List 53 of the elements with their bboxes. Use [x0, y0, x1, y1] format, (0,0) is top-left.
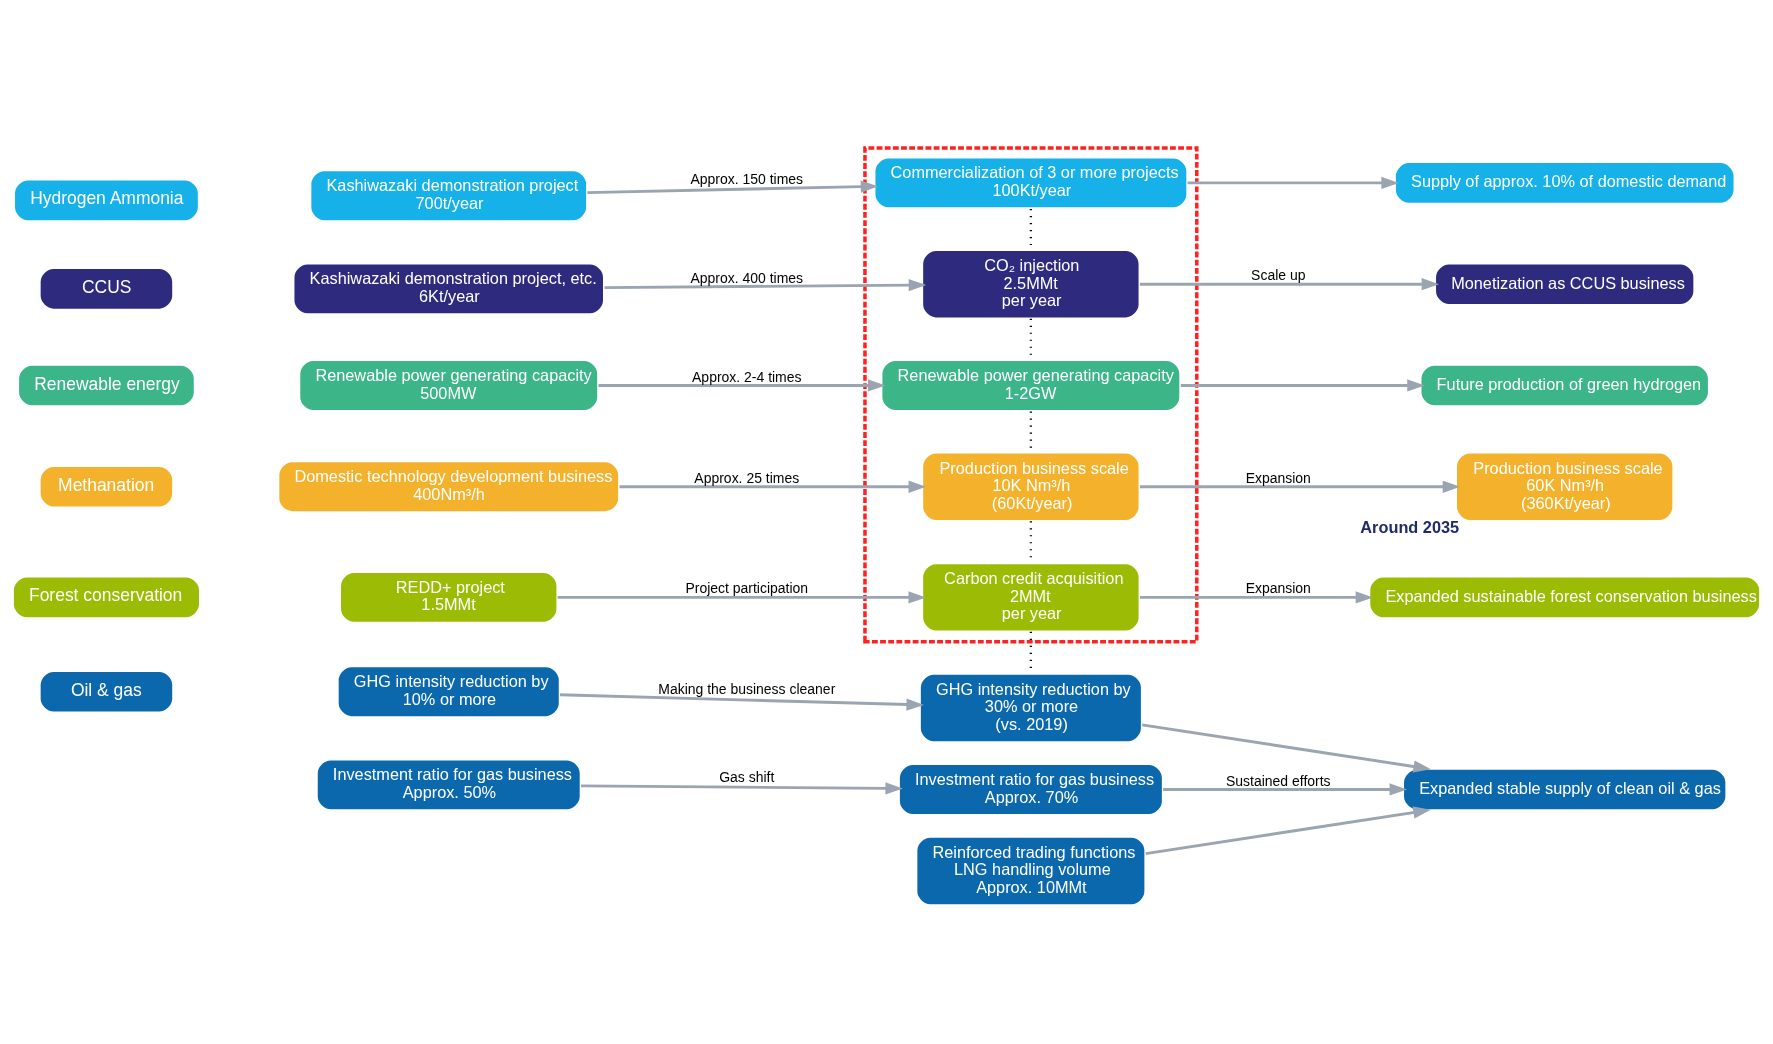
node-box: Expanded sustainable forest conservation business: [1367, 575, 1762, 620]
edge-label: Scale up: [1251, 267, 1306, 284]
node-box: Hydrogen Ammonia: [12, 178, 201, 223]
arrow: [1141, 723, 1431, 773]
node-box: Monetization as CCUS business: [1433, 262, 1696, 307]
node-box: Commercialization of 3 or more projects 100Kt/year: [873, 156, 1189, 210]
arrow: [587, 180, 879, 195]
node-box: Investment ratio for gas business Approx. 70%: [897, 762, 1165, 817]
node-box: Domestic technology development business 400Nm³/h: [277, 460, 621, 514]
node-box: Supply of approx. 10% of domestic demand: [1393, 160, 1736, 206]
node-box: Renewable power generating capacity 500MW: [297, 358, 600, 413]
node-box: Reinforced trading functions LNG handling volume Approx. 10MMt: [915, 835, 1147, 907]
edge-label: Approx. 400 times: [690, 269, 804, 286]
node-box: Renewable energy: [16, 363, 197, 408]
node-box: Forest conservation: [11, 575, 202, 620]
node-box: Carbon credit acquisition 2MMt per year: [920, 561, 1141, 633]
node-box: Renewable power generating capacity 1-2GW: [880, 358, 1182, 413]
edge-label: Expansion: [1245, 580, 1311, 597]
node-box: CCUS: [38, 266, 175, 311]
edge-label: Expansion: [1245, 469, 1311, 486]
edge-label: Gas shift: [719, 769, 775, 786]
arrow: [1145, 806, 1431, 855]
arrow: [1180, 379, 1425, 392]
node-box: Kashiwazaki demonstration project 700t/year: [309, 168, 589, 223]
arrow: [1187, 176, 1399, 190]
arrow: [619, 480, 927, 493]
node-box: Investment ratio for gas business Approx. 50%: [315, 758, 583, 812]
arrow: [559, 693, 924, 711]
node-box: GHG intensity reduction by 30% or more (vs. 2019): [918, 672, 1144, 744]
node-box: Expanded stable supply of clean oil & gas: [1401, 767, 1728, 812]
arrow: [1139, 480, 1461, 493]
cluster: [863, 146, 1199, 644]
edge-label: Sustained efforts: [1225, 772, 1331, 789]
node-box: Methanation: [38, 464, 175, 509]
edge-label: Approx. 150 times: [690, 170, 804, 187]
arrow: [604, 279, 927, 292]
arrow: [581, 782, 903, 795]
node-box: CO₂ injection 2.5MMt per year: [920, 248, 1141, 320]
edge-label: Approx. 25 times: [694, 469, 800, 486]
arrow: [1139, 591, 1374, 604]
edge-label: Making the business cleaner: [658, 680, 836, 697]
arrow: [1163, 783, 1408, 796]
arrow: [557, 591, 926, 604]
arrow: [1139, 278, 1440, 291]
edge-label: Project participation: [685, 580, 809, 597]
node-box: Production business scale 10K Nm³/h (60Kt/year): [920, 451, 1141, 523]
node-box: Future production of green hydrogen: [1419, 363, 1711, 408]
node-box: GHG intensity reduction by 10% or more: [336, 664, 562, 719]
arrow: [598, 379, 886, 392]
edge-label: Approx. 2-4 times: [692, 368, 802, 385]
node-box: Kashiwazaki demonstration project, etc. 6Kt/year: [292, 262, 606, 316]
node-box: Oil & gas: [38, 669, 175, 714]
node-box: REDD+ project 1.5MMt: [338, 570, 559, 625]
